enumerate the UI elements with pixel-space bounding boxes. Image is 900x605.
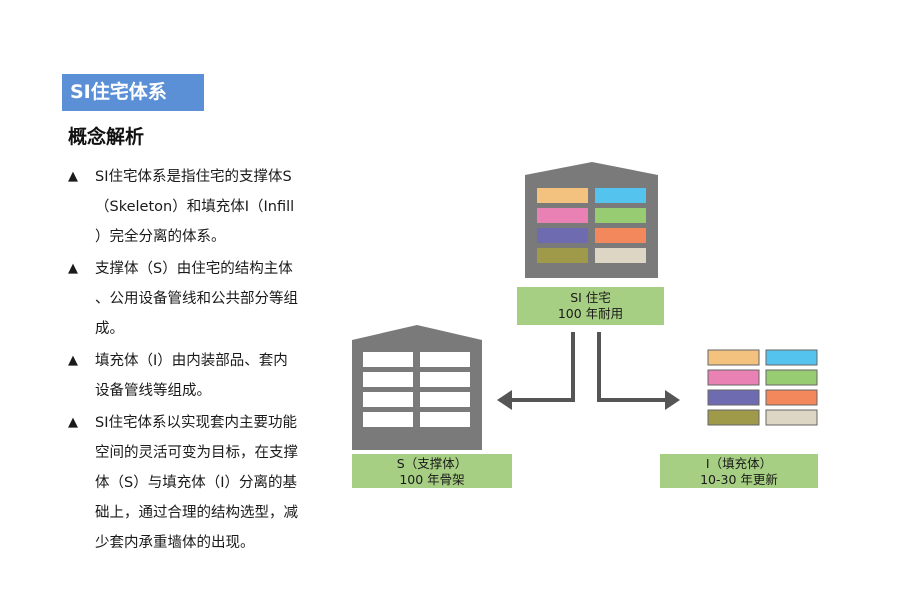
bullet-item: ▲ 支撑体（S）由住宅的结构主体、公用设备管线和公共部分等组成。	[68, 254, 338, 344]
bullet-list: ▲ SI住宅体系是指住宅的支撑体S （Skeleton）和填充体I（Infill ）完…	[68, 162, 338, 560]
bullet-text-line: 填充体（I）由内装部品、套内	[95, 353, 288, 369]
infill-block	[765, 409, 818, 426]
si-label: SI 住宅 100 年耐用	[517, 287, 664, 325]
bullet-text-line: 支撑体（S）由住宅的结构主体	[95, 261, 293, 277]
infill-block	[537, 248, 588, 263]
infill-block	[707, 389, 760, 406]
infill-block	[707, 369, 760, 386]
bullet-item: ▲ 填充体（I）由内装部品、套内设备管线等组成。	[68, 346, 338, 406]
bullet-text-line: SI住宅体系是指住宅的支撑体S	[95, 169, 292, 185]
skeleton-label-line2: 100 年骨架	[399, 472, 465, 487]
infill-block	[765, 389, 818, 406]
infill-label-line1: I（填充体）	[705, 456, 773, 471]
si-diagram: SI 住宅 100 年耐用 S（支撑体） 100 年骨架 I（填充体） 10-3…	[340, 150, 860, 510]
infill-block	[595, 228, 646, 243]
bullet-text-line: （Skeleton）和填充体I（Infill	[95, 199, 295, 215]
bullet-text-line: 少套内承重墙体的出现。	[95, 535, 255, 551]
triangle-icon: ▲	[68, 353, 78, 368]
bullet-text-line: ）完全分离的体系。	[95, 229, 226, 245]
infill-block	[707, 409, 760, 426]
triangle-icon: ▲	[68, 169, 78, 184]
bullet-text-line: 设备管线等组成。	[95, 383, 211, 399]
triangle-icon: ▲	[68, 415, 78, 430]
infill-block	[537, 188, 588, 203]
infill-block	[595, 248, 646, 263]
infill-blocks-icon	[707, 349, 818, 426]
bullet-item: ▲ SI住宅体系以实现套内主要功能空间的灵活可变为目标，在支撑体（S）与填充体（I…	[68, 408, 338, 558]
infill-block	[765, 349, 818, 366]
infill-label: I（填充体） 10-30 年更新	[660, 454, 818, 488]
bullet-text-line: 、公用设备管线和公共部分等组	[95, 291, 298, 307]
section-title-badge: SI住宅体系	[62, 74, 204, 111]
arrow-right-head	[665, 390, 680, 410]
si-label-line2: 100 年耐用	[557, 306, 624, 321]
bullet-text-line: SI住宅体系以实现套内主要功能	[95, 415, 297, 431]
bullet-item: ▲ SI住宅体系是指住宅的支撑体S （Skeleton）和填充体I（Infill ）完…	[68, 162, 338, 252]
bullet-text-line: 础上，通过合理的结构选型，减	[95, 505, 298, 521]
triangle-icon: ▲	[68, 261, 78, 276]
skeleton-house-icon	[352, 325, 482, 450]
bullet-text-line: 空间的灵活可变为目标，在支撑	[95, 445, 298, 461]
infill-block	[537, 228, 588, 243]
infill-label-line2: 10-30 年更新	[700, 472, 778, 487]
bullet-text-line: 体（S）与填充体（I）分离的基	[95, 475, 297, 491]
si-house-icon	[525, 162, 658, 278]
si-label-line1: SI 住宅	[570, 290, 611, 305]
skeleton-label-line1: S（支撑体）	[396, 456, 468, 471]
infill-block	[595, 208, 646, 223]
arrow-left-head	[497, 390, 512, 410]
infill-block	[595, 188, 646, 203]
infill-block	[537, 208, 588, 223]
skeleton-label: S（支撑体） 100 年骨架	[352, 454, 512, 488]
infill-block	[765, 369, 818, 386]
infill-block	[707, 349, 760, 366]
concept-heading: 概念解析	[68, 126, 145, 148]
si-diagram-graphic	[352, 162, 818, 450]
split-arrows	[510, 332, 670, 402]
bullet-text-line: 成。	[95, 321, 124, 337]
